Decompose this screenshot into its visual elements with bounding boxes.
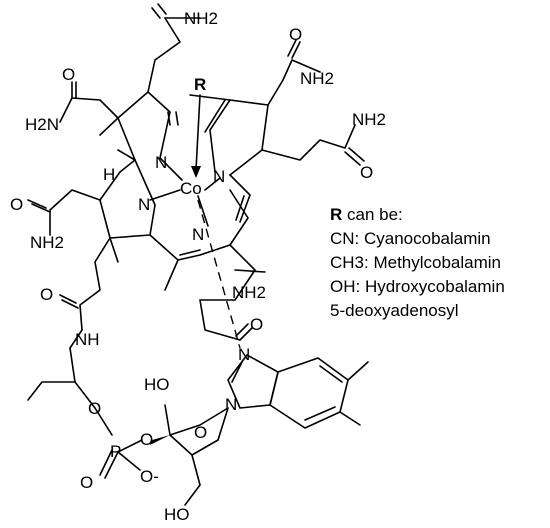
o-label-ester: O [140,430,153,449]
ho-label: HO [144,375,170,394]
ring-c [149,189,266,341]
o-label-phosphoryl: O [80,473,93,492]
n-label-dmb-1: N [238,345,250,364]
r-legend: R can be: CN: Cyanocobalamin CH3: Methyl… [330,203,548,323]
nh2-right-label: NH2 [352,110,386,129]
n-label-c: N [192,225,204,244]
ribose [150,404,229,506]
o-label-linker: O [88,399,101,418]
ring-a [59,3,201,161]
o-label-6: O [250,315,263,334]
ring-d [27,159,156,331]
r-label: R [194,75,206,94]
phosphorus-label: P [110,442,121,461]
o-label-5: O [40,285,53,304]
benzimidazole [227,354,369,429]
o-label-3: O [360,163,373,182]
legend-item: CH3: Methylcobalamin [330,253,502,272]
n-label-dmb-2: N [225,395,237,414]
legend-item: OH: Hydroxycobalamin [330,277,505,296]
ring-b [189,39,365,223]
n-label-a: N [155,153,167,172]
o-label-2: O [289,25,302,44]
nh2-top-label: NH2 [184,9,218,28]
ho-bottom-label: HO [164,505,190,524]
legend-item: 5-deoxyadenosyl [330,301,459,320]
nh-label: NH [75,330,100,349]
nh2-left-label: NH2 [30,233,64,252]
n-label-d: N [138,195,150,214]
legend-title: R can be: [330,205,403,224]
o-label-ring: O [194,423,207,442]
nh2-center-label: NH2 [232,283,266,302]
h2n-left-label: H2N [25,115,59,134]
cobalt-label: Co [180,179,202,198]
cobalt-coordination [149,94,241,349]
n-label-b: N [213,167,225,186]
nh2-right-top-label: NH2 [300,69,334,88]
o-label-1: O [62,65,75,84]
legend-item: CN: Cyanocobalamin [330,229,491,248]
phosphate-linker [27,329,143,479]
h-label: H [103,165,115,184]
o-label-4: O [10,195,23,214]
o-minus-label: O- [140,467,159,486]
